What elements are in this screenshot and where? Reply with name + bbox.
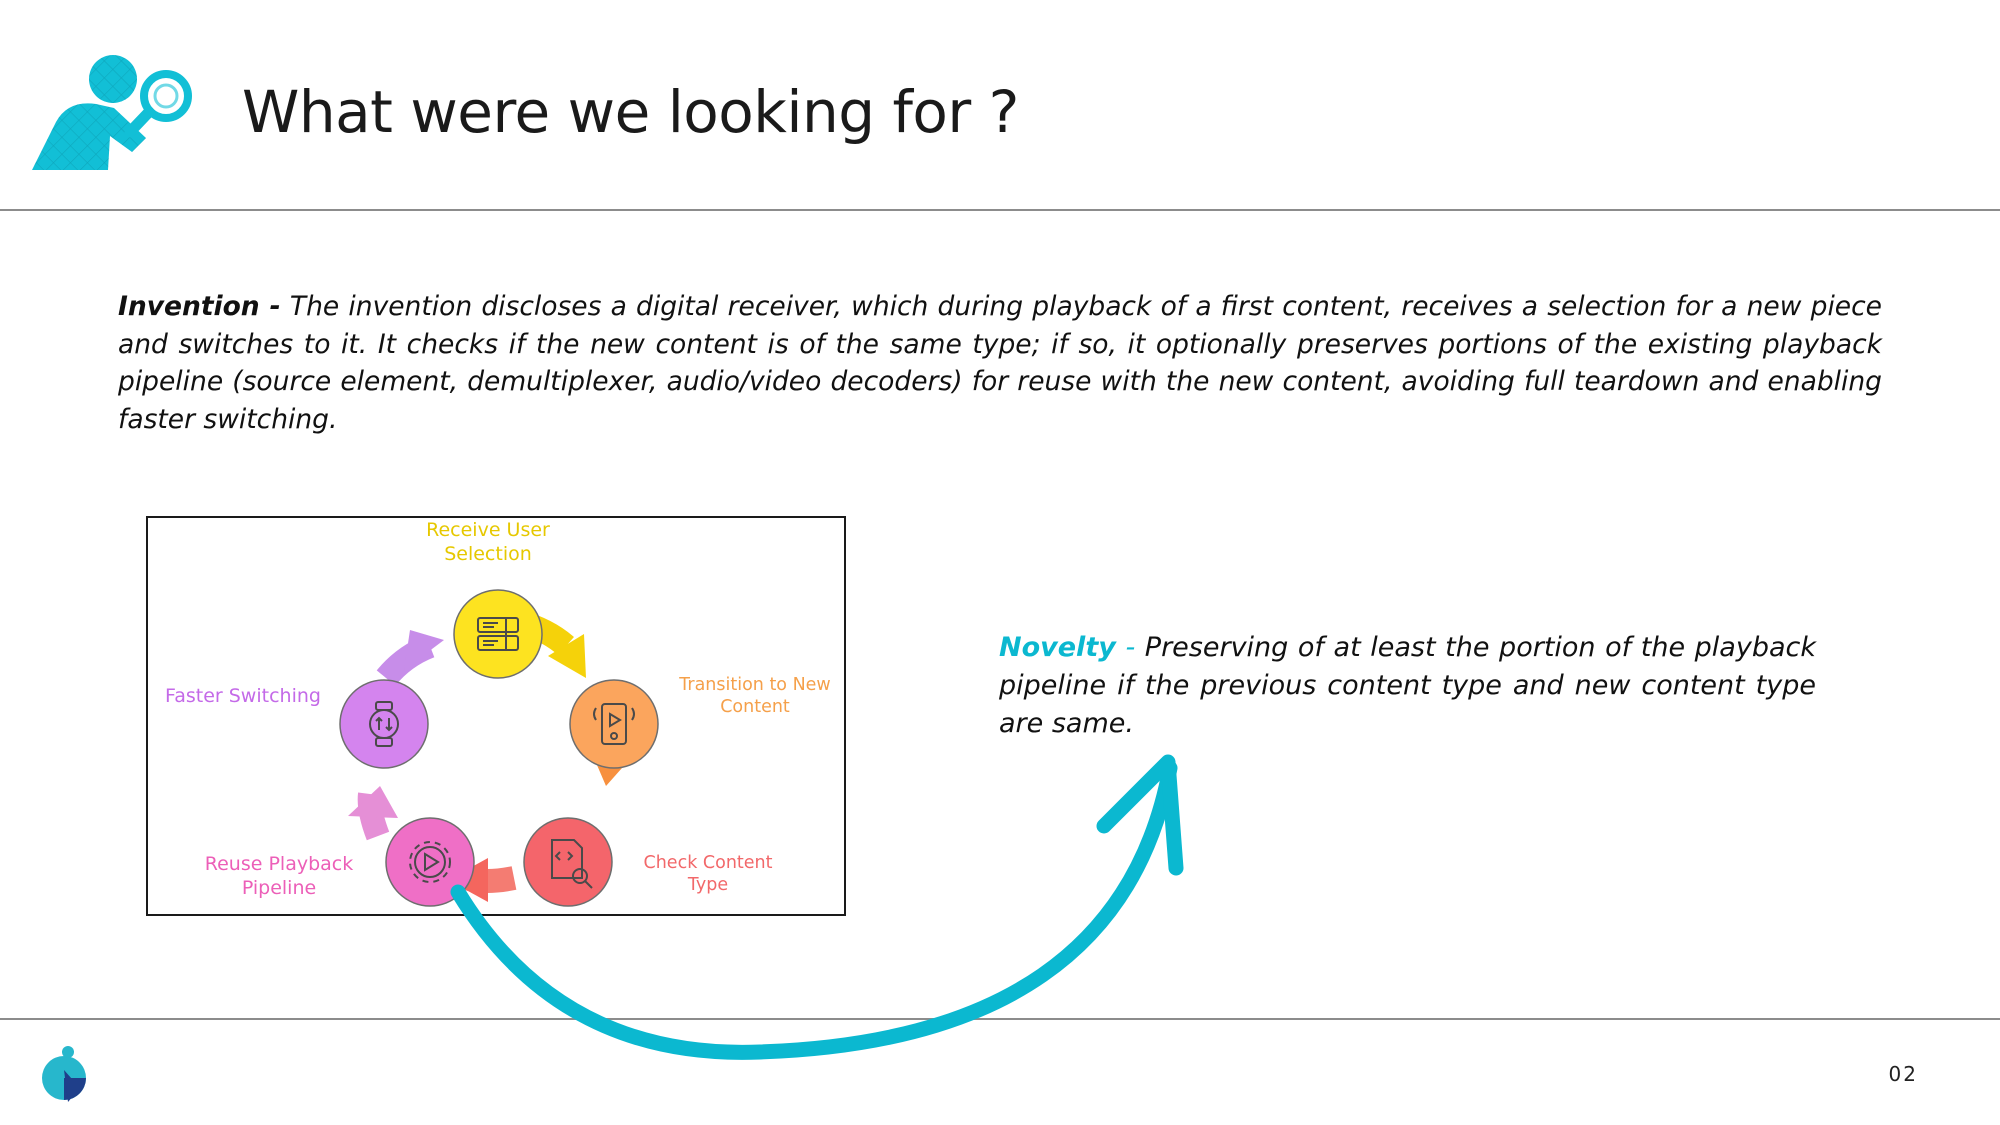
arrow-head-receive-transition [548,634,586,678]
novelty-dash: - [1125,632,1136,663]
step-transition-circle [569,679,659,769]
step-reuse-circle [385,817,475,907]
company-logo [42,1046,86,1102]
invention-paragraph: Invention - The invention discloses a di… [118,288,1882,438]
invention-text: The invention discloses a digital receiv… [118,291,1882,435]
server-icon [477,617,519,651]
step-receive-circle [453,589,543,679]
step-faster-circle [339,679,429,769]
invention-lead: Invention - [118,291,281,322]
step-label-check: Check Content Type [643,853,773,895]
header-divider [0,209,2000,211]
step-label-receive: Receive User Selection [426,519,550,565]
person-magnifier-icon [32,55,192,170]
novelty-paragraph: Novelty - Preserving of at least the por… [999,629,1816,743]
cycle-diagram: Receive User Selection Transition to New… [146,516,846,916]
step-label-reuse: Reuse Playback Pipeline [204,853,354,899]
arrow-head-faster-receive [404,630,444,670]
page-number: 02 [1888,1062,1918,1086]
watch-arrows-icon [369,701,399,747]
novelty-text: Preserving of at least the portion of th… [999,632,1816,739]
footer-divider [0,1018,2000,1020]
step-check-circle [523,817,613,907]
step-label-transition: Transition to New Content [679,675,831,717]
novelty-lead: Novelty [999,632,1116,663]
step-label-faster: Faster Switching [165,685,321,707]
media-player-icon [593,703,635,745]
page-title: What were we looking for ? [242,78,1019,146]
gear-play-icon [409,841,451,883]
arrow-head-reuse-faster [348,786,398,818]
